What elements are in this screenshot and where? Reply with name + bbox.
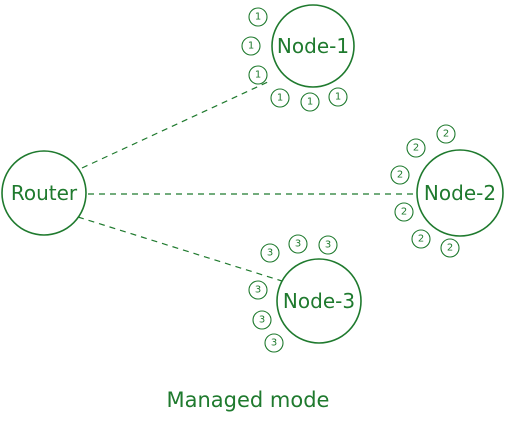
client-badge: 3 bbox=[248, 280, 268, 300]
client-badge: 2 bbox=[440, 238, 460, 258]
node1-label: Node-1 bbox=[277, 34, 349, 58]
node2-circle bbox=[416, 149, 504, 237]
node3-clients: 3 3 3 3 3 3 bbox=[248, 234, 338, 353]
client-badge: 2 bbox=[390, 165, 410, 185]
client-badge: 3 bbox=[260, 243, 280, 263]
svg-text:3: 3 bbox=[295, 239, 301, 250]
client-badge: 1 bbox=[270, 88, 290, 108]
node2: Node-2 bbox=[416, 149, 504, 237]
svg-text:1: 1 bbox=[277, 93, 283, 104]
svg-text:2: 2 bbox=[447, 243, 453, 254]
node2-clients: 2 2 2 2 2 2 bbox=[390, 124, 460, 258]
svg-text:1: 1 bbox=[307, 97, 313, 108]
svg-text:3: 3 bbox=[259, 315, 265, 326]
client-badge: 3 bbox=[318, 235, 338, 255]
link-router-node3 bbox=[77, 216, 283, 282]
client-badge: 1 bbox=[248, 7, 268, 27]
node3: Node-3 bbox=[276, 258, 362, 344]
svg-text:2: 2 bbox=[397, 170, 403, 181]
svg-text:1: 1 bbox=[335, 92, 341, 103]
client-badge: 3 bbox=[288, 234, 308, 254]
node1-circle bbox=[271, 4, 355, 88]
client-badge: 3 bbox=[252, 310, 272, 330]
router-label: Router bbox=[11, 181, 78, 205]
node3-label: Node-3 bbox=[283, 289, 355, 313]
svg-text:1: 1 bbox=[248, 41, 254, 52]
diagram-caption: Managed mode bbox=[167, 388, 330, 412]
svg-text:3: 3 bbox=[267, 248, 273, 259]
svg-text:2: 2 bbox=[401, 207, 407, 218]
client-badge: 1 bbox=[248, 65, 268, 85]
svg-text:2: 2 bbox=[418, 234, 424, 245]
svg-text:1: 1 bbox=[255, 12, 261, 23]
client-badge: 1 bbox=[300, 92, 320, 112]
client-badge: 2 bbox=[436, 124, 456, 144]
node3-circle bbox=[276, 258, 362, 344]
router-node: Router bbox=[1, 150, 87, 236]
client-badge: 1 bbox=[328, 87, 348, 107]
svg-text:3: 3 bbox=[325, 240, 331, 251]
client-badge: 1 bbox=[241, 36, 261, 56]
svg-text:3: 3 bbox=[271, 338, 277, 349]
svg-text:2: 2 bbox=[443, 129, 449, 140]
svg-text:3: 3 bbox=[255, 285, 261, 296]
client-badge: 2 bbox=[411, 229, 431, 249]
client-badge: 2 bbox=[394, 202, 414, 222]
node1-clients: 1 1 1 1 1 1 bbox=[241, 7, 348, 112]
link-router-node1 bbox=[81, 80, 271, 169]
client-badge: 3 bbox=[264, 333, 284, 353]
client-badge: 2 bbox=[406, 138, 426, 158]
router-circle bbox=[1, 150, 87, 236]
node2-label: Node-2 bbox=[424, 181, 496, 205]
svg-text:1: 1 bbox=[255, 70, 261, 81]
node1: Node-1 bbox=[271, 4, 355, 88]
svg-text:2: 2 bbox=[413, 143, 419, 154]
